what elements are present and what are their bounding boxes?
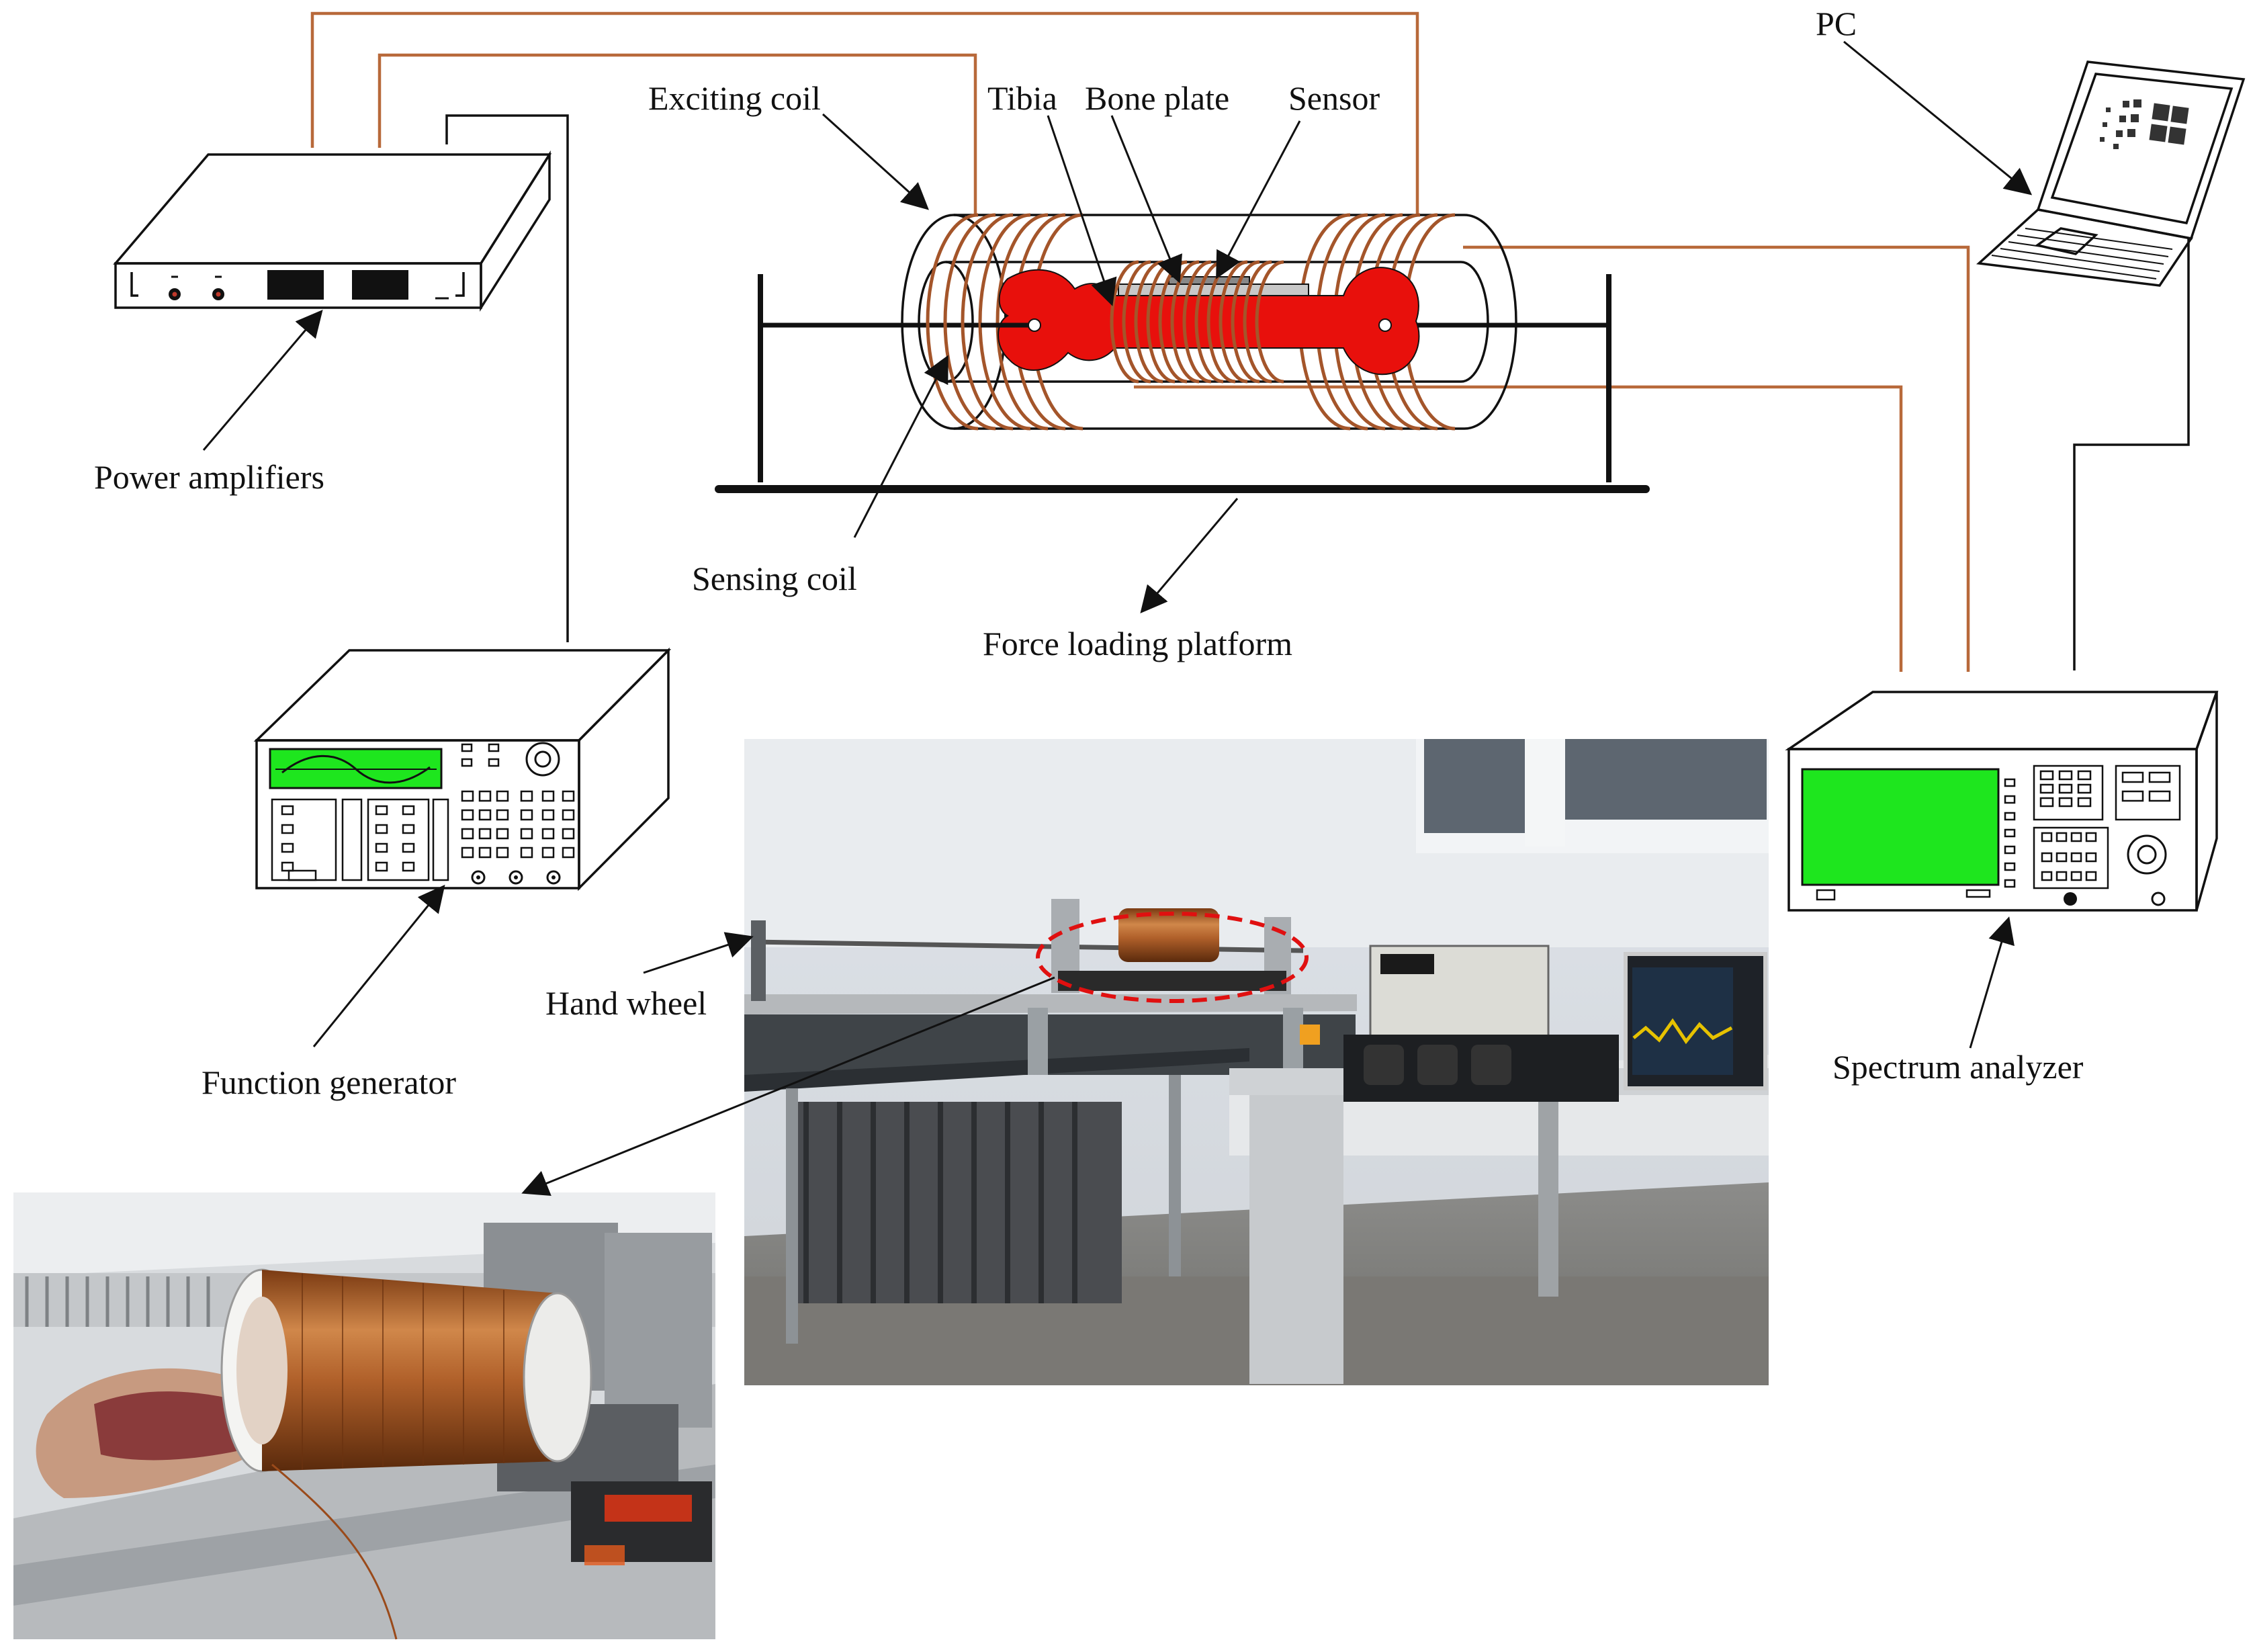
wire-sensing-coil-to-analyzer-2 [1134, 385, 1903, 672]
wire-sensing-coil-to-analyzer-1 [1463, 245, 1970, 672]
arrow-hand-wheel [643, 932, 754, 974]
arrow-pc [1843, 40, 2033, 195]
wire-amp-to-exciting-coil-2 [378, 53, 977, 216]
label-tibia: Tibia [987, 79, 1057, 117]
spectrum-analyzer-icon [1785, 691, 2219, 912]
highlight-ellipse [1036, 912, 1309, 1003]
leader-arrows [202, 40, 2033, 1197]
arrow-tibia [1047, 115, 1117, 306]
arrow-power-amplifiers [202, 309, 323, 451]
label-bone-plate: Bone plate [1085, 79, 1229, 117]
arrow-photo-callout [521, 976, 1055, 1197]
label-spectrum-analyzer: Spectrum analyzer [1832, 1048, 2084, 1086]
wire-generator-to-amplifier [445, 114, 569, 642]
lab-photo [744, 739, 1769, 1385]
arrow-force-loading-platform [1140, 498, 1239, 614]
arrow-sensing-coil [853, 355, 948, 538]
wire-analyzer-to-pc [2073, 238, 2190, 670]
arrow-spectrum-analyzer [1969, 916, 2015, 1049]
label-force-loading-platform: Force loading platform [983, 625, 1292, 662]
label-sensor: Sensor [1288, 79, 1380, 117]
label-hand-wheel: Hand wheel [545, 984, 707, 1022]
label-sensing-coil: Sensing coil [692, 560, 857, 597]
arrow-bone-plate [1110, 115, 1182, 284]
labels: Exciting coil Tibia Bone plate Sensor PC… [94, 5, 2084, 1101]
force-loading-rig [715, 214, 1650, 493]
label-pc: PC [1816, 5, 1857, 42]
arrow-exciting-coil [822, 113, 929, 210]
label-power-amplifiers: Power amplifiers [94, 458, 324, 496]
arrow-function-generator [312, 884, 445, 1047]
coil-photo [13, 1192, 715, 1640]
rack-amplifier-icon [113, 150, 552, 312]
arrow-sensor [1216, 120, 1301, 279]
function-generator-icon [253, 647, 672, 892]
label-exciting-coil: Exciting coil [648, 79, 821, 117]
wire-amp-to-exciting-coil-1 [310, 11, 1419, 216]
label-function-generator: Function generator [202, 1063, 456, 1101]
signal-wires [310, 11, 2190, 672]
laptop-icon [1976, 60, 2246, 287]
